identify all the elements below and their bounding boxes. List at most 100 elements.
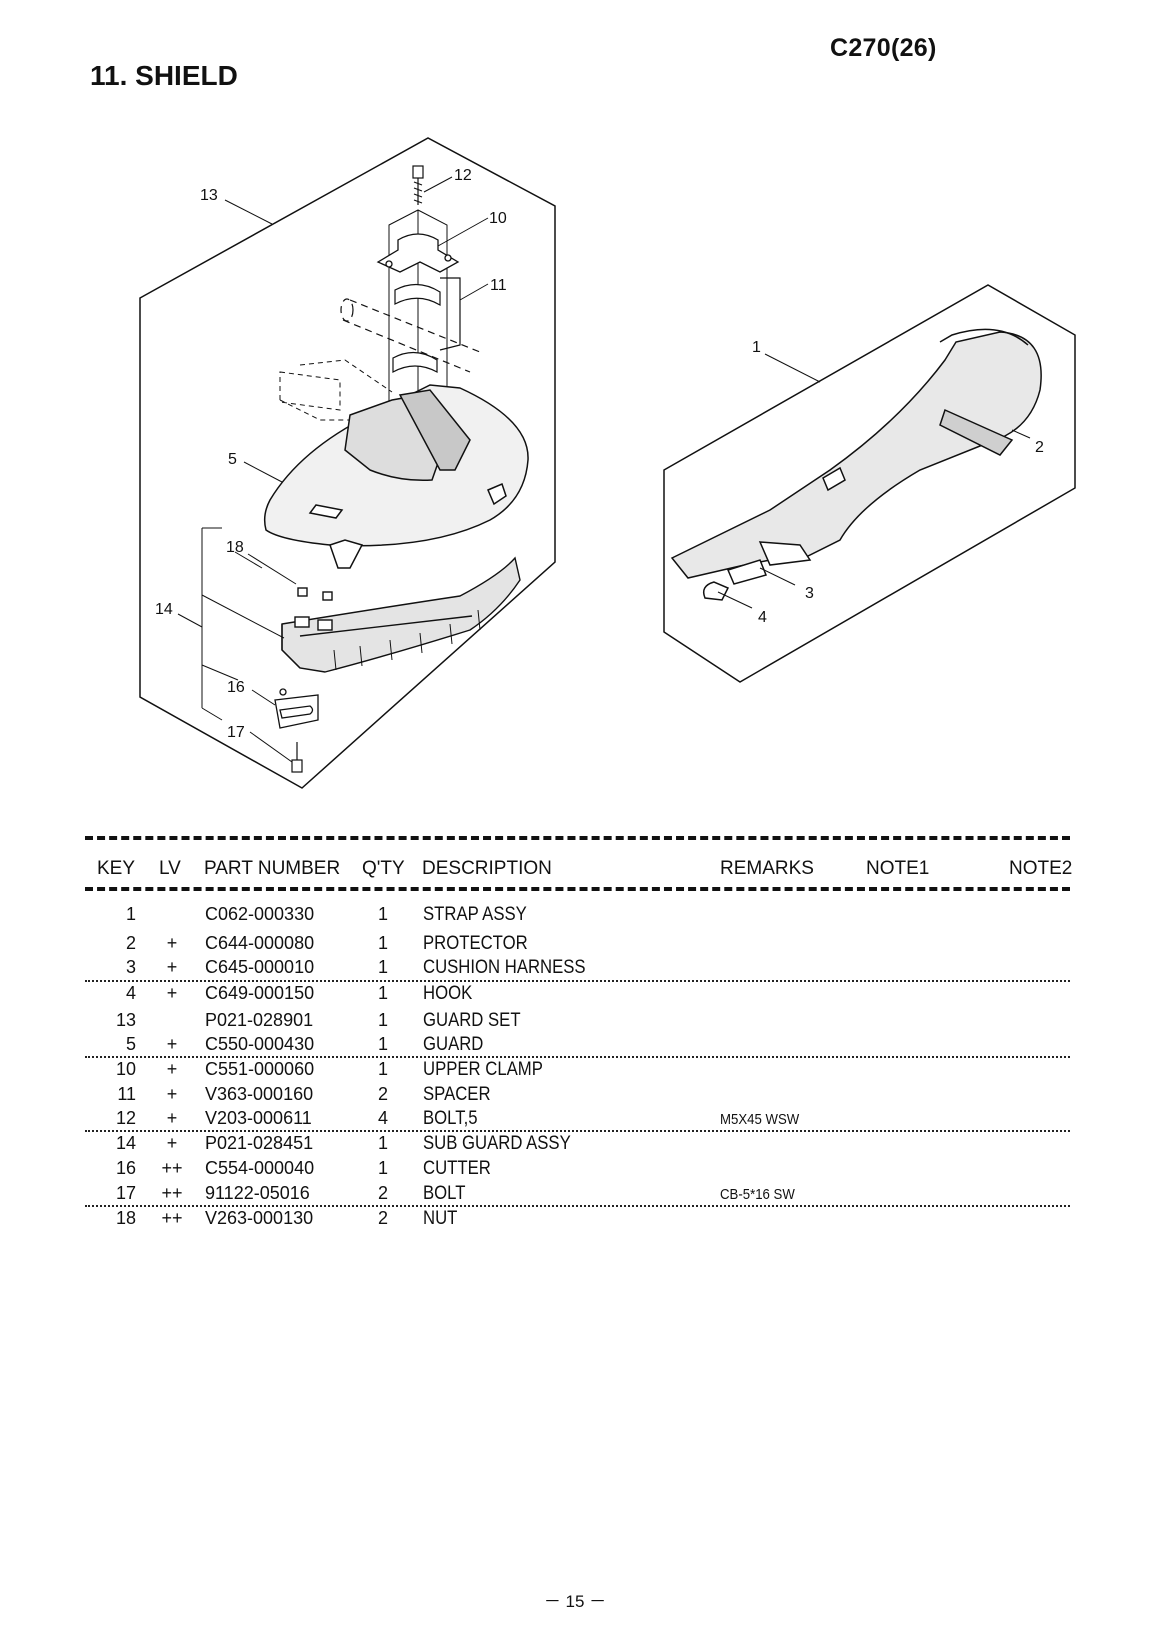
spacer-drawing bbox=[392, 277, 461, 374]
cell-lv: + bbox=[166, 957, 178, 977]
group-divider bbox=[85, 1056, 1070, 1058]
cell-part-number: C550-000430 bbox=[205, 1034, 315, 1054]
callout-14: 14 bbox=[155, 601, 173, 618]
col-header-lv: LV bbox=[159, 858, 181, 879]
cell-key: 14 bbox=[115, 1133, 136, 1153]
cell-qty: 1 bbox=[377, 957, 388, 977]
callout-18: 18 bbox=[226, 539, 244, 556]
sub-guard-drawing bbox=[281, 556, 521, 673]
cell-key: 3 bbox=[125, 957, 136, 977]
cell-lv: + bbox=[166, 1059, 178, 1079]
col-header-note2: NOTE2 bbox=[1009, 858, 1073, 879]
cell-qty: 2 bbox=[377, 1084, 388, 1104]
cell-description: GUARD bbox=[423, 1034, 484, 1055]
group-divider bbox=[85, 1205, 1070, 1207]
group-divider bbox=[85, 1130, 1070, 1132]
cell-part-number: C551-000060 bbox=[205, 1059, 315, 1079]
section-title: 11. SHIELD bbox=[90, 60, 238, 91]
cell-description: HOOK bbox=[423, 983, 473, 1004]
guard-set-boundary bbox=[139, 137, 556, 789]
cell-part-number: C649-000150 bbox=[205, 983, 315, 1003]
callout-13: 13 bbox=[200, 187, 218, 204]
col-header-qty: Q'TY bbox=[362, 858, 405, 879]
cell-qty: 2 bbox=[377, 1208, 388, 1228]
callout-16: 16 bbox=[227, 679, 245, 696]
cell-qty: 4 bbox=[377, 1108, 388, 1128]
cell-qty: 1 bbox=[377, 1158, 388, 1178]
cell-key: 4 bbox=[125, 983, 136, 1003]
cell-key: 11 bbox=[117, 1084, 136, 1104]
table-row: 13 P021-028901 1 GUARD SET bbox=[0, 1010, 1150, 1034]
cell-part-number: V203-000611 bbox=[205, 1108, 312, 1128]
cell-description: SPACER bbox=[423, 1084, 491, 1105]
cell-description: PROTECTOR bbox=[423, 933, 528, 954]
cell-qty: 1 bbox=[377, 904, 388, 924]
cell-key: 17 bbox=[115, 1183, 136, 1203]
table-row: 17 ++ 91122-05016 2 BOLT CB-5*16 SW bbox=[0, 1183, 1150, 1207]
cell-lv: ++ bbox=[161, 1158, 183, 1178]
cell-key: 10 bbox=[115, 1059, 136, 1079]
cell-qty: 1 bbox=[377, 983, 388, 1003]
col-header-description: DESCRIPTION bbox=[422, 858, 552, 879]
bolt-17-drawing bbox=[291, 742, 303, 773]
table-row: 18 ++ V263-000130 2 NUT bbox=[0, 1208, 1150, 1232]
strap-drawing bbox=[670, 328, 1042, 601]
cell-qty: 1 bbox=[377, 933, 388, 953]
table-row: 12 + V203-000611 4 BOLT,5 M5X45 WSW bbox=[0, 1108, 1150, 1132]
callout-12: 12 bbox=[454, 167, 472, 184]
cell-description: STRAP ASSY bbox=[423, 904, 527, 925]
cell-qty: 1 bbox=[377, 1059, 388, 1079]
leader-lines-left bbox=[177, 176, 489, 763]
header-bottom-rule bbox=[85, 887, 1070, 891]
cell-lv: + bbox=[166, 1133, 178, 1153]
upper-clamp-drawing bbox=[376, 233, 460, 273]
cutter-drawing bbox=[274, 688, 319, 729]
callout-17: 17 bbox=[227, 724, 245, 741]
cell-key: 2 bbox=[125, 933, 136, 953]
callout-3: 3 bbox=[805, 585, 814, 602]
cell-lv: + bbox=[166, 1034, 178, 1054]
callout-4: 4 bbox=[758, 609, 767, 626]
table-row: 10 + C551-000060 1 UPPER CLAMP bbox=[0, 1059, 1150, 1083]
strap-assy-boundary bbox=[663, 284, 1076, 683]
cell-lv: + bbox=[166, 1108, 178, 1128]
table-row: 11 + V363-000160 2 SPACER bbox=[0, 1084, 1150, 1108]
cell-part-number: C062-000330 bbox=[205, 904, 315, 924]
cell-part-number: C645-000010 bbox=[205, 957, 315, 977]
cell-key: 16 bbox=[115, 1158, 136, 1178]
cell-description: NUT bbox=[423, 1208, 458, 1229]
group-divider bbox=[85, 980, 1070, 982]
drive-shaft-outline bbox=[340, 298, 481, 373]
cell-qty: 1 bbox=[377, 1010, 388, 1030]
cell-description: SUB GUARD ASSY bbox=[423, 1133, 571, 1154]
col-header-key: KEY bbox=[97, 858, 136, 879]
header-top-rule bbox=[85, 836, 1070, 840]
col-header-part-number: PART NUMBER bbox=[204, 858, 341, 879]
table-row: 14 + P021-028451 1 SUB GUARD ASSY bbox=[0, 1133, 1150, 1157]
table-row: 3 + C645-000010 1 CUSHION HARNESS bbox=[0, 957, 1150, 981]
table-row: 5 + C550-000430 1 GUARD bbox=[0, 1034, 1150, 1058]
cell-remarks: CB-5*16 SW bbox=[720, 1186, 795, 1203]
cell-description: GUARD SET bbox=[423, 1010, 521, 1031]
cell-description: BOLT,5 bbox=[423, 1108, 478, 1129]
cell-part-number: P021-028901 bbox=[205, 1010, 314, 1030]
exploded-parts-diagram: 13 12 10 11 5 18 14 16 17 1 2 3 4 bbox=[139, 137, 1076, 789]
cell-key: 5 bbox=[125, 1034, 136, 1054]
table-row: 16 ++ C554-000040 1 CUTTER bbox=[0, 1158, 1150, 1182]
table-row: 4 + C649-000150 1 HOOK bbox=[0, 983, 1150, 1007]
cell-qty: 2 bbox=[377, 1183, 388, 1203]
table-row: 2 + C644-000080 1 PROTECTOR bbox=[0, 933, 1150, 957]
callout-5: 5 bbox=[228, 451, 237, 468]
cell-part-number: 91122-05016 bbox=[205, 1183, 310, 1203]
col-header-remarks: REMARKS bbox=[720, 858, 814, 879]
cell-part-number: C644-000080 bbox=[205, 933, 315, 953]
cell-qty: 1 bbox=[377, 1034, 388, 1054]
table-row: 1 C062-000330 1 STRAP ASSY bbox=[0, 904, 1150, 928]
callout-11: 11 bbox=[490, 277, 507, 294]
leader-lines-right bbox=[717, 353, 1031, 609]
cell-lv: + bbox=[166, 933, 178, 953]
callout-10: 10 bbox=[489, 210, 507, 227]
cell-description: BOLT bbox=[423, 1183, 466, 1204]
page-number: － 15 － bbox=[543, 1592, 607, 1611]
cell-key: 1 bbox=[125, 904, 136, 924]
